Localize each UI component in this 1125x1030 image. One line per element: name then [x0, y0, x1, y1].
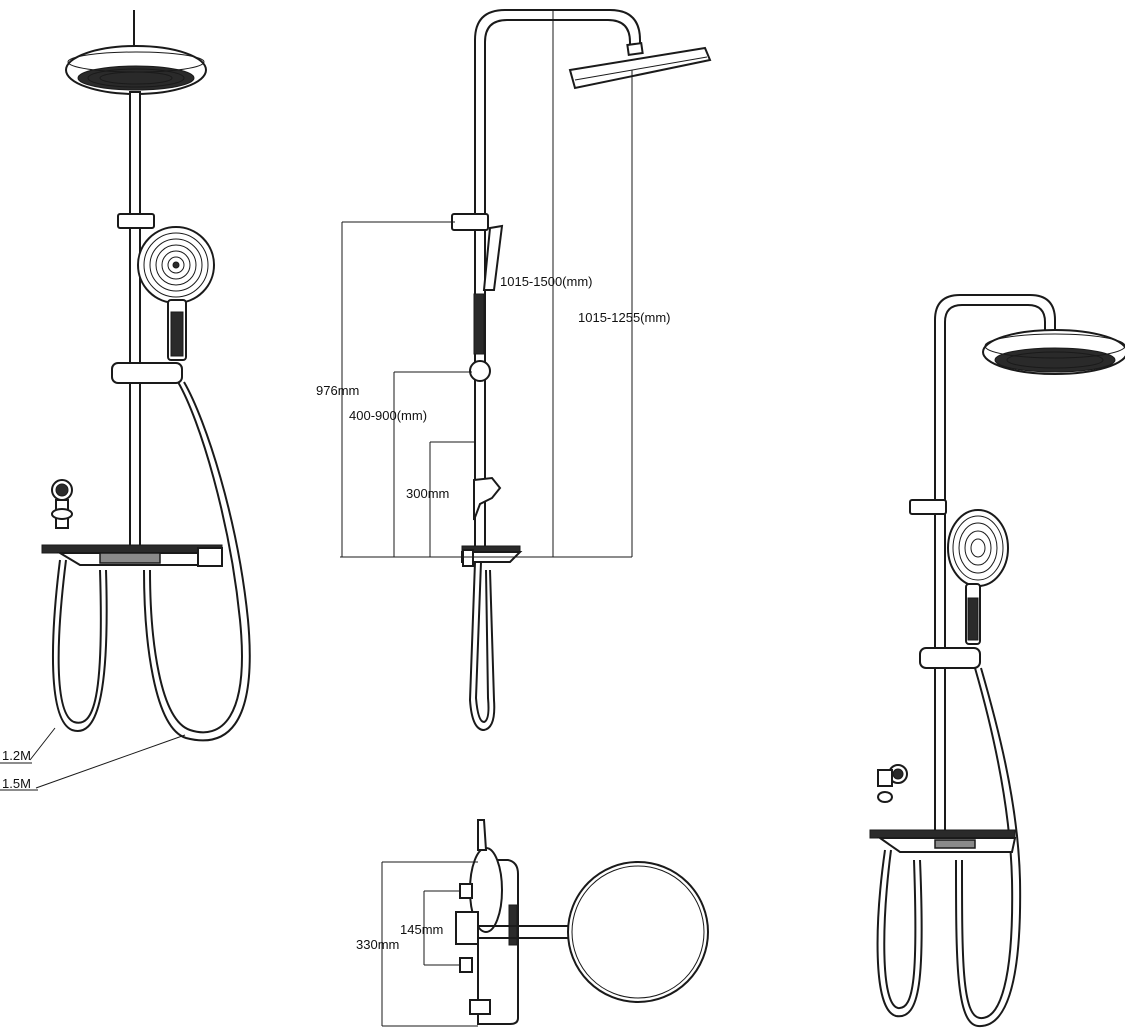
bracket-range-label: 400-900(mm) [349, 408, 427, 423]
top-view-shower: 145mm 330mm [356, 819, 709, 1027]
hose-short-label: 1.2M [2, 748, 31, 763]
rain-shower-head-side [568, 41, 712, 90]
front-view-shower: 1.2M 1.5M [0, 10, 251, 791]
bidet-sprayer [51, 479, 73, 529]
shelf-perspective [869, 829, 1017, 853]
slide-height-label: 976mm [316, 383, 359, 398]
head-height-label: 1015-1255(mm) [578, 310, 671, 325]
holder-height-label: 300mm [406, 486, 449, 501]
bidet-sprayer-perspective [877, 764, 908, 803]
slide-holder [111, 362, 183, 384]
hose-long-label: 1.5M [2, 776, 31, 791]
hand-shower-perspective [947, 509, 1009, 645]
rain-shower-head-perspective [982, 329, 1125, 375]
upper-bracket [117, 213, 155, 229]
total-height-label: 1015-1500(mm) [500, 274, 593, 289]
rain-shower-head [65, 45, 207, 95]
shelf [41, 544, 223, 567]
spacing-large-label: 330mm [356, 937, 399, 952]
hand-shower [137, 226, 215, 361]
spacing-small-label: 145mm [400, 922, 443, 937]
perspective-view-shower [869, 294, 1125, 1028]
side-view-shower: 1015-1500(mm) 1015-1255(mm) 976mm 400-90… [316, 9, 712, 732]
